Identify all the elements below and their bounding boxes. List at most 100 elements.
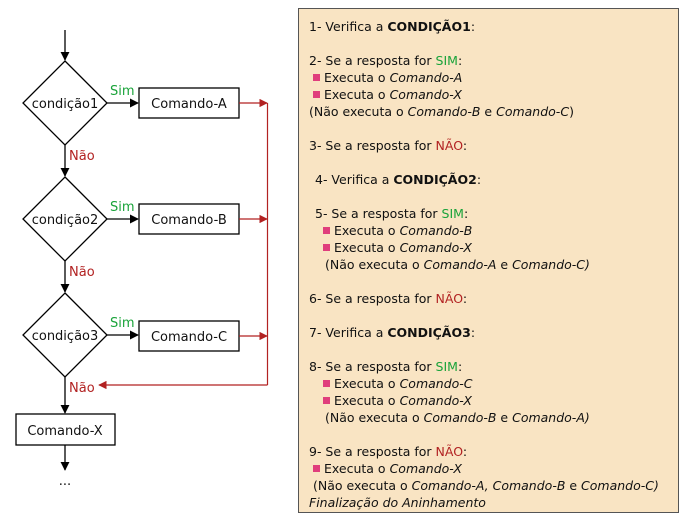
bullet-line: Executa o Comando-C xyxy=(309,375,668,392)
step-4-line: 4- Verifica a CONDIÇÃO2: xyxy=(309,171,668,188)
bullet-square-icon xyxy=(313,91,320,98)
no-label-1: Não xyxy=(69,149,95,164)
command-b-box xyxy=(138,203,240,235)
text: (Não executa o xyxy=(309,104,408,119)
no-label-3: Não xyxy=(69,381,95,396)
text: Executa o xyxy=(324,70,390,85)
text: 2- Se a resposta for xyxy=(309,53,436,68)
command-x-box xyxy=(15,413,116,446)
condition-3-keyword: CONDIÇÃO3 xyxy=(387,325,471,340)
text: e xyxy=(496,257,513,272)
command-b-label: Comando-B xyxy=(151,213,227,228)
no-keyword: NÃO xyxy=(435,291,463,306)
command-c-label: Comando-C xyxy=(151,330,227,345)
yes-label-2: Sim xyxy=(110,200,135,215)
bullet-line: Executa o Comando-B xyxy=(309,222,668,239)
command-name: Comando-C xyxy=(496,104,570,119)
yes-keyword: SIM xyxy=(435,359,458,374)
text: 1- Verifica a xyxy=(309,19,388,34)
bullet-line: Executa o Comando-X xyxy=(309,392,668,409)
yes-label-1: Sim xyxy=(110,84,135,99)
text: : xyxy=(470,325,476,340)
not-executed-line: (Não executa o Comando-B e Comando-A) xyxy=(309,409,668,426)
explanation-panel: 1- Verifica a CONDIÇÃO1: 2- Se a respost… xyxy=(298,8,679,513)
command-name: Comando-X xyxy=(399,393,472,408)
text: : xyxy=(457,359,463,374)
command-a-box xyxy=(138,87,240,119)
bullet-square-icon xyxy=(323,227,330,234)
text: 8- Se a resposta for xyxy=(309,359,436,374)
command-name: Comando-C xyxy=(399,376,473,391)
step-9-line: 9- Se a resposta for NÃO: xyxy=(309,443,668,460)
step-2-line: 2- Se a resposta for SIM: xyxy=(309,52,668,69)
step-6-line: 6- Se a resposta for NÃO: xyxy=(309,290,668,307)
text: (Não executa o xyxy=(325,410,424,425)
condition-1-keyword: CONDIÇÃO1 xyxy=(387,19,471,34)
text: 9- Se a resposta for xyxy=(309,444,436,459)
text: 3- Se a resposta for xyxy=(309,138,436,153)
command-a-label: Comando-A xyxy=(151,97,227,112)
bullet-line: Executa o Comando-A xyxy=(309,69,668,86)
text: : xyxy=(476,172,482,187)
condition-3-label: condição3 xyxy=(32,329,99,344)
condition-1-label: condição1 xyxy=(32,97,99,112)
command-name: Comando-A xyxy=(423,257,497,272)
text: Executa o xyxy=(324,87,390,102)
text: 4- Verifica a xyxy=(315,172,394,187)
text: 6- Se a resposta for xyxy=(309,291,436,306)
bullet-square-icon xyxy=(323,397,330,404)
yes-keyword: SIM xyxy=(435,53,458,68)
step-7-line: 7- Verifica a CONDIÇÃO3: xyxy=(309,324,668,341)
condition-2-label: condição2 xyxy=(32,213,99,228)
command-name: Comando-B xyxy=(399,223,473,238)
text: 7- Verifica a xyxy=(309,325,388,340)
condition-2-keyword: CONDIÇÃO2 xyxy=(393,172,477,187)
text: Executa o xyxy=(334,240,400,255)
command-name: Comando-A, Comando-B xyxy=(411,478,566,493)
command-name: Comando-A) xyxy=(512,410,590,425)
text: (Não executa o xyxy=(313,478,412,493)
command-x-label: Comando-X xyxy=(27,424,102,439)
command-name: Comando-X xyxy=(399,240,472,255)
command-name: Comando-B xyxy=(423,410,497,425)
text: Executa o xyxy=(334,376,400,391)
step-8-line: 8- Se a resposta for SIM: xyxy=(309,358,668,375)
no-keyword: NÃO xyxy=(435,444,463,459)
text: : xyxy=(462,138,468,153)
text: e xyxy=(496,410,513,425)
bullet-line: Executa o Comando-X xyxy=(309,239,668,256)
command-name: Comando-X xyxy=(389,87,462,102)
no-label-2: Não xyxy=(69,265,95,280)
step-5-line: 5- Se a resposta for SIM: xyxy=(309,205,668,222)
bullet-square-icon xyxy=(313,74,320,81)
text: : xyxy=(463,206,469,221)
command-name: Comando-X xyxy=(389,461,462,476)
yes-label-3: Sim xyxy=(110,316,135,331)
no-keyword: NÃO xyxy=(435,138,463,153)
text: Executa o xyxy=(324,461,390,476)
not-executed-line: (Não executa o Comando-A, Comando-B e Co… xyxy=(309,477,668,494)
text: 5- Se a resposta for xyxy=(315,206,442,221)
bullet-line: Executa o Comando-X xyxy=(309,86,668,103)
bullet-square-icon xyxy=(323,380,330,387)
step-1-line: 1- Verifica a CONDIÇÃO1: xyxy=(309,18,668,35)
flowchart: condição1 Sim Comando-A Não condição2 Si… xyxy=(15,30,269,489)
bullet-square-icon xyxy=(323,244,330,251)
nesting-end-text: Finalização do Aninhamento xyxy=(309,495,486,510)
text: : xyxy=(462,444,468,459)
text: : xyxy=(457,53,463,68)
text: ) xyxy=(569,104,574,119)
text: e xyxy=(480,104,497,119)
bullet-square-icon xyxy=(313,465,320,472)
command-name: Comando-A xyxy=(389,70,463,85)
text: (Não executa o xyxy=(325,257,424,272)
text: : xyxy=(470,19,476,34)
step-3-line: 3- Se a resposta for NÃO: xyxy=(309,137,668,154)
text: Executa o xyxy=(334,393,400,408)
command-name: Comando-B xyxy=(407,104,481,119)
command-name: Comando-C) xyxy=(581,478,659,493)
bullet-line: Executa o Comando-X xyxy=(309,460,668,477)
text: : xyxy=(462,291,468,306)
not-executed-line: (Não executa o Comando-A e Comando-C) xyxy=(309,256,668,273)
nesting-end-line: Finalização do Aninhamento xyxy=(309,494,668,511)
